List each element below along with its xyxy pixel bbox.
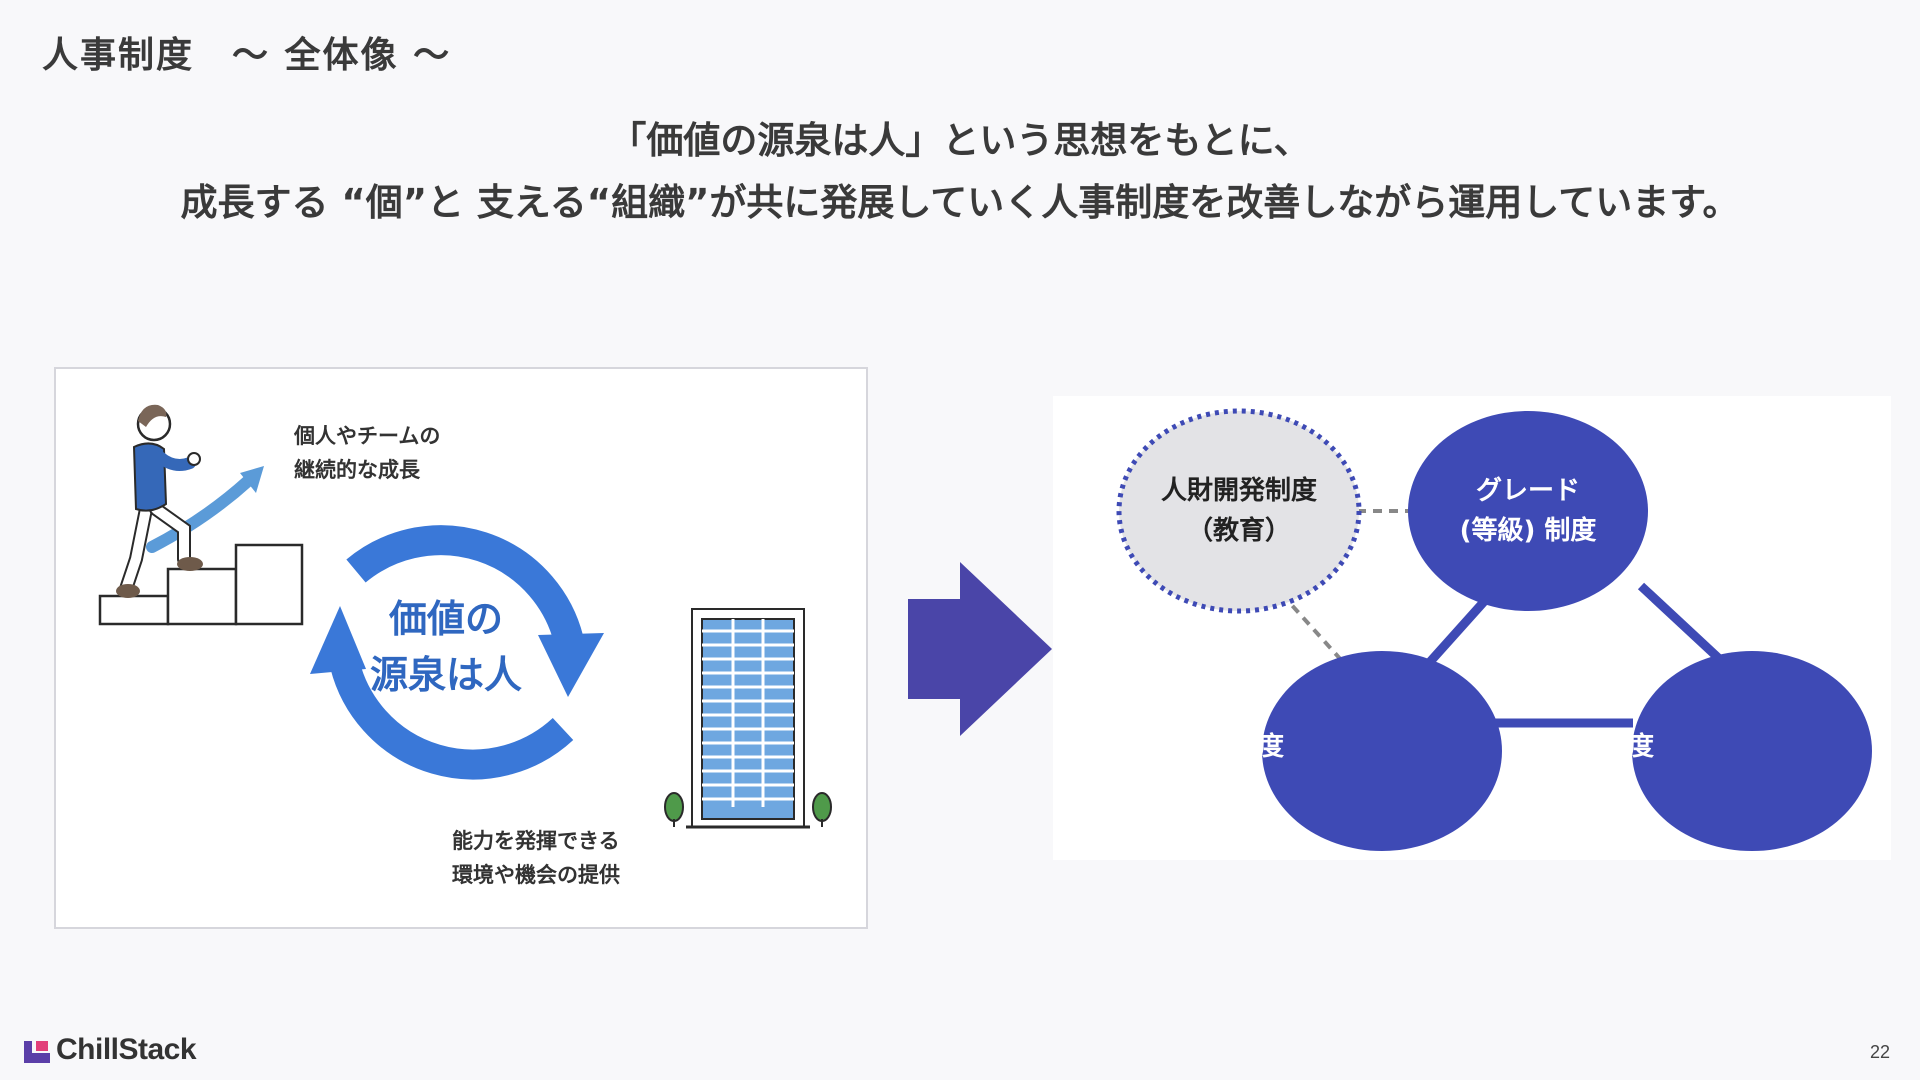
brand-logo: ChillStack [24, 1033, 197, 1067]
hr-system-diagram-svg [1116, 408, 1872, 851]
development-node [1116, 408, 1362, 614]
right-arrow-icon [908, 562, 1052, 736]
cycle-arrows-icon [310, 525, 604, 780]
evaluation-node [1262, 651, 1502, 851]
development-label: 人財開発制度 （教育） [1053, 471, 1425, 551]
lead-line-2: 成長する “個”と 支える“組織”が共に発展していく人事制度を改善しながら運用し… [180, 181, 1740, 224]
growth-caption-line-1: 個人やチームの [294, 424, 441, 448]
growth-caption-line-2: 継続的な成長 [294, 458, 420, 482]
environment-caption: 能力を発揮できる 環境や機会の提供 [452, 824, 620, 892]
person-climbing-icon [116, 404, 203, 598]
growth-arrow-icon [146, 466, 264, 553]
grade-comp-connector [1637, 582, 1731, 670]
grade-label: グレード (等級) 制度 [1374, 471, 1682, 551]
cycle-center-line-1: 価値の [388, 597, 503, 641]
brand-name: ChillStack [56, 1033, 197, 1066]
growth-cycle-illustration [98, 404, 832, 829]
grade-label-line-1: グレード [1475, 476, 1580, 506]
page-number: 22 [1869, 1042, 1890, 1062]
compensation-label: 報酬制度 [1549, 732, 1654, 762]
growth-caption: 個人やチームの 継続的な成長 [294, 419, 440, 487]
environment-caption-line-1: 能力を発揮できる [452, 829, 620, 853]
grade-node [1408, 411, 1648, 611]
cycle-center-label: 価値の 源泉は人 [351, 591, 541, 703]
hr-system-diagram: 人財開発制度 （教育） グレード (等級) 制度 評価制度 報酬制度 [1053, 396, 1891, 860]
grade-label-line-2: (等級) 制度 [1459, 516, 1597, 546]
slide-title: 人事制度 ～ 全体像 ～ [42, 35, 452, 76]
compensation-node [1632, 651, 1872, 851]
cycle-center-line-2: 源泉は人 [369, 653, 522, 697]
evaluation-label: 評価制度 [1179, 732, 1284, 762]
stairs-icon [98, 543, 304, 626]
office-building-icon [664, 608, 832, 829]
lead-line-1: 「価値の源泉は人」という思想をもとに、 [609, 119, 1311, 162]
development-label-line-1: 人財開発制度 [1160, 476, 1317, 506]
development-label-line-2: （教育） [1186, 516, 1291, 546]
growth-cycle-panel: 個人やチームの 継続的な成長 価値の 源泉は人 能力を発揮できる 環境や機会の提… [54, 367, 868, 929]
chillstack-logo-icon [24, 1041, 50, 1063]
environment-caption-line-2: 環境や機会の提供 [452, 863, 620, 887]
